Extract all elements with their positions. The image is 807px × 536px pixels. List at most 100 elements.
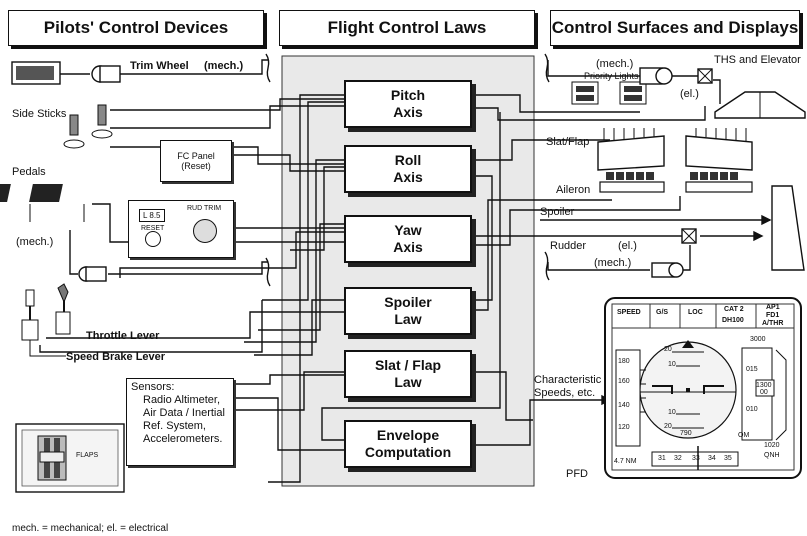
heading-33: 33 xyxy=(692,455,700,462)
pitch-20-up: 20 xyxy=(664,346,672,353)
rudder-el-label: (el.) xyxy=(618,240,637,252)
ths-mech-label: (mech.) xyxy=(596,58,634,70)
sensors-air-data: Air Data / Inertial xyxy=(143,407,225,419)
header-pilots-control-devices: Pilots' Control Devices xyxy=(8,10,264,46)
fma-dh100: DH100 xyxy=(722,317,744,324)
heading-34: 34 xyxy=(708,455,716,462)
law-pitch-line2: Axis xyxy=(393,104,423,120)
ths-el-label: (el.) xyxy=(680,88,699,100)
wing-surfaces-icon xyxy=(597,128,753,193)
ths-elevator-label: THS and Elevator xyxy=(714,54,801,66)
law-envelope-line2: Computation xyxy=(364,444,452,460)
law-roll-line2: Axis xyxy=(393,169,423,185)
mach-nm: 4.7 NM xyxy=(614,458,637,465)
priority-lights-icon xyxy=(571,81,647,105)
characteristic-speeds-label: Speeds, etc. xyxy=(534,387,596,399)
trim-wheel-mech-label: (mech.) xyxy=(204,60,244,72)
sensors-radio-altimeter: Radio Altimeter, xyxy=(143,394,221,406)
footnote: mech. = mechanical; el. = electrical xyxy=(12,523,169,534)
reset-button[interactable] xyxy=(145,231,161,247)
law-yaw-line1: Yaw xyxy=(394,222,422,238)
law-box-roll: Roll Axis xyxy=(344,145,472,193)
ths-trim-wheel-icon xyxy=(639,67,713,85)
fc-panel-title: FC Panel xyxy=(177,151,215,161)
law-spoiler-line2: Law xyxy=(394,311,422,327)
rudder-trim-panel: L 8.5 RUD TRIM RESET xyxy=(128,200,234,258)
pedals-label: Pedals xyxy=(12,166,46,178)
aileron-label: Aileron xyxy=(556,184,591,196)
header-control-surfaces: Control Surfaces and Displays xyxy=(550,10,800,46)
trim-wheel-label: Trim Wheel xyxy=(130,60,189,72)
fma-speed: SPEED xyxy=(617,309,641,316)
speed-140: 140 xyxy=(618,402,630,409)
pitch-10-up: 10 xyxy=(668,361,676,368)
rudder-trim-title: RUD TRIM xyxy=(187,205,222,212)
rudder-trim-display: L 8.5 xyxy=(139,209,165,222)
header-pilots-label: Pilots' Control Devices xyxy=(43,18,229,37)
law-slatflap-line1: Slat / Flap xyxy=(374,357,442,373)
header-flight-control-laws: Flight Control Laws xyxy=(279,10,535,46)
law-box-spoiler: Spoiler Law xyxy=(344,287,472,335)
fma-ap1: AP1 xyxy=(766,304,780,311)
law-box-yaw: Yaw Axis xyxy=(344,215,472,263)
law-envelope-line1: Envelope xyxy=(376,427,440,443)
pitch-10-down: 10 xyxy=(668,409,676,416)
flaps-label: FLAPS xyxy=(76,452,99,459)
flaps-lever-panel xyxy=(15,423,125,493)
alt-015: 015 xyxy=(746,366,758,373)
side-stick-icon xyxy=(63,104,113,149)
law-spoiler-line1: Spoiler xyxy=(384,294,432,310)
reset-label: RESET xyxy=(141,225,165,232)
speed-180: 180 xyxy=(618,358,630,365)
sensors-box: Sensors: Radio Altimeter, Air Data / Ine… xyxy=(126,378,234,466)
alt-1300: 1300 xyxy=(756,382,772,389)
pfd-label: PFD xyxy=(566,468,588,480)
rudder-trim-knob[interactable] xyxy=(193,219,217,243)
fc-panel-reset: (Reset) xyxy=(181,161,211,171)
fma-athr: A/THR xyxy=(762,320,784,327)
rudder-fin-icon xyxy=(651,185,805,278)
law-box-slat-flap: Slat / Flap Law xyxy=(344,350,472,398)
speed-120: 120 xyxy=(618,424,630,431)
radio-alt-790: 790 xyxy=(680,430,692,437)
characteristic-label: Characteristic xyxy=(534,374,602,386)
pedal-trim-wheel-icon xyxy=(78,266,107,282)
fma-gs: G/S xyxy=(656,309,669,316)
header-surfaces-label: Control Surfaces and Displays xyxy=(551,18,799,37)
om-label: OM xyxy=(738,432,750,439)
law-box-envelope: Envelope Computation xyxy=(344,420,472,468)
sensors-accelerometers: Accelerometers. xyxy=(143,433,223,445)
spoiler-label: Spoiler xyxy=(540,206,575,218)
alt-010: 010 xyxy=(746,406,758,413)
side-sticks-label: Side Sticks xyxy=(12,108,67,120)
priority-lights-label: Priority Lights xyxy=(584,71,639,81)
alt-00: 00 xyxy=(760,389,768,396)
trim-wheel-icon xyxy=(11,61,121,85)
rudder-label: Rudder xyxy=(550,240,587,252)
sensors-ref-system: Ref. System, xyxy=(143,420,206,432)
qnh-label: QNH xyxy=(764,452,780,459)
fma-cat2: CAT 2 xyxy=(724,306,744,313)
fma-fd1: FD1 xyxy=(766,312,780,319)
fma-loc: LOC xyxy=(688,309,703,316)
throttle-lever-icon xyxy=(21,283,71,357)
sensors-title: Sensors: xyxy=(131,381,175,393)
header-laws-label: Flight Control Laws xyxy=(327,18,487,37)
law-slatflap-line2: Law xyxy=(394,374,422,390)
law-pitch-line1: Pitch xyxy=(390,87,426,103)
heading-31: 31 xyxy=(658,455,666,462)
heading-35: 35 xyxy=(724,455,732,462)
alt-3000: 3000 xyxy=(750,336,766,343)
fc-panel: FC Panel (Reset) xyxy=(160,140,232,182)
speed-brake-lever-label: Speed Brake Lever xyxy=(66,351,166,363)
tail-plane-icon xyxy=(714,91,806,119)
rudder-mech-label: (mech.) xyxy=(594,257,632,269)
pitch-20-down: 20 xyxy=(664,423,672,430)
law-yaw-line2: Axis xyxy=(393,239,423,255)
speed-160: 160 xyxy=(618,378,630,385)
qnh-value: 1020 xyxy=(764,442,780,449)
slat-flap-label: Slat/Flap xyxy=(546,136,590,148)
pedals-mech-label: (mech.) xyxy=(16,236,54,248)
heading-32: 32 xyxy=(674,455,682,462)
